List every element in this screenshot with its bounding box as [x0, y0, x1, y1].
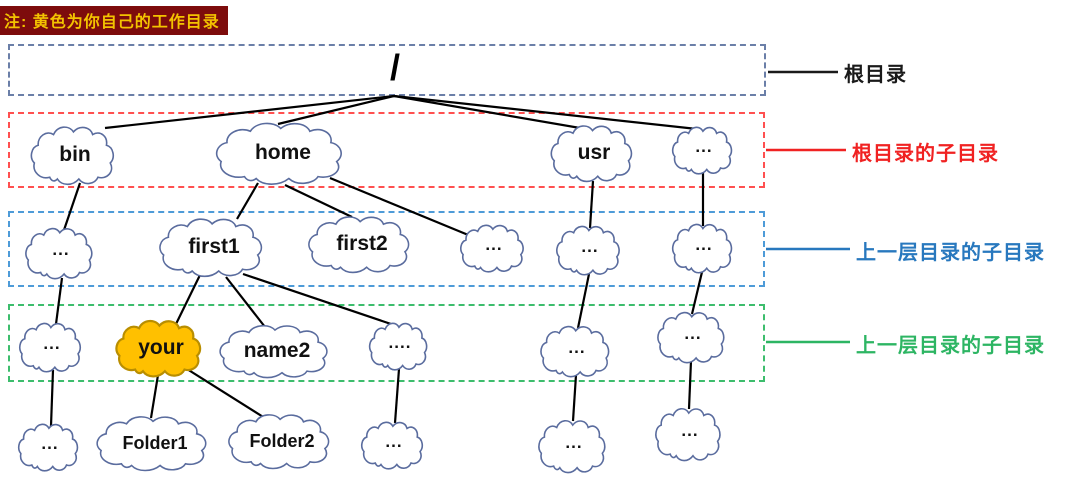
- edge: [49, 369, 55, 427]
- dir-label: ...: [695, 235, 713, 254]
- edge: [393, 94, 698, 131]
- dir-label: ...: [581, 237, 599, 256]
- dir-home: home: [213, 119, 353, 187]
- edge: [104, 94, 395, 130]
- dir-ellipsis: ...: [24, 225, 98, 281]
- dir-label: ...: [565, 433, 583, 452]
- edge: [175, 274, 201, 325]
- dir-label: ...: [43, 334, 61, 353]
- label-root-directory: 根目录: [844, 64, 907, 86]
- dir-ellipsis: ...: [656, 309, 730, 365]
- dir-your-working-directory: your: [114, 317, 208, 379]
- dir-ellipsis: ....: [368, 320, 432, 372]
- label-level3-subdirectories: 上一层目录的子目录: [856, 242, 1045, 264]
- dir-ellipsis: ...: [539, 323, 615, 379]
- dir-folder1: Folder1: [94, 413, 216, 473]
- note-banner: 注: 黄色为你自己的工作目录: [0, 6, 228, 35]
- dir-bin: bin: [29, 123, 121, 187]
- label-level4-subdirectories: 上一层目录的子目录: [856, 335, 1045, 357]
- level4-box: [8, 304, 765, 382]
- edge: [186, 368, 269, 421]
- edge: [277, 94, 395, 126]
- level2-box: [8, 112, 765, 188]
- edge: [149, 374, 160, 419]
- edge: [225, 276, 266, 328]
- dir-label: your: [138, 336, 184, 359]
- dir-label: ...: [41, 434, 59, 453]
- edge: [576, 273, 591, 329]
- edge: [393, 94, 581, 130]
- dir-label: usr: [577, 141, 611, 164]
- dir-ellipsis: ...: [654, 405, 726, 463]
- dir-label: ....: [388, 333, 412, 352]
- dir-ellipsis: ...: [18, 320, 86, 374]
- edge: [690, 271, 704, 315]
- dir-ellipsis: ...: [459, 222, 529, 274]
- dir-ellipsis: ...: [671, 124, 737, 176]
- dir-ellipsis: ...: [555, 223, 625, 277]
- dir-label: Folder1: [122, 432, 188, 453]
- root-level-box: [8, 44, 766, 96]
- dir-label: ...: [695, 137, 713, 156]
- dir-label: ...: [684, 324, 702, 343]
- edge: [62, 182, 82, 231]
- level3-box: [8, 211, 765, 287]
- dir-ellipsis: ...: [360, 419, 428, 471]
- edge: [284, 184, 353, 218]
- dir-label: first2: [336, 232, 388, 255]
- edge: [236, 182, 259, 220]
- edge: [393, 368, 401, 424]
- dir-label: ...: [485, 235, 503, 254]
- dir-first2: first2: [306, 213, 418, 275]
- dir-first1: first1: [157, 215, 271, 279]
- edge: [329, 176, 479, 241]
- edge: [588, 180, 595, 229]
- dir-folder2: Folder2: [226, 411, 338, 471]
- dir-label: ...: [681, 421, 699, 440]
- dir-label: first1: [188, 235, 240, 258]
- dir-name2: name2: [217, 322, 337, 380]
- dir-usr: usr: [549, 122, 639, 184]
- dir-label: bin: [59, 143, 91, 166]
- dir-root: /: [389, 47, 400, 88]
- edge: [242, 272, 395, 327]
- dir-ellipsis: ...: [17, 421, 83, 473]
- label-root-subdirectories: 根目录的子目录: [852, 143, 999, 165]
- dir-label: Folder2: [249, 430, 315, 451]
- dir-label: ...: [52, 240, 70, 259]
- dir-label: ...: [385, 432, 403, 451]
- dir-label: name2: [243, 339, 311, 362]
- edge: [571, 374, 578, 422]
- dir-ellipsis: ...: [671, 221, 737, 275]
- dir-ellipsis: ...: [537, 417, 611, 475]
- edge: [54, 277, 64, 325]
- edge: [687, 360, 693, 410]
- dir-label: home: [254, 141, 311, 164]
- dir-label: ...: [568, 338, 586, 357]
